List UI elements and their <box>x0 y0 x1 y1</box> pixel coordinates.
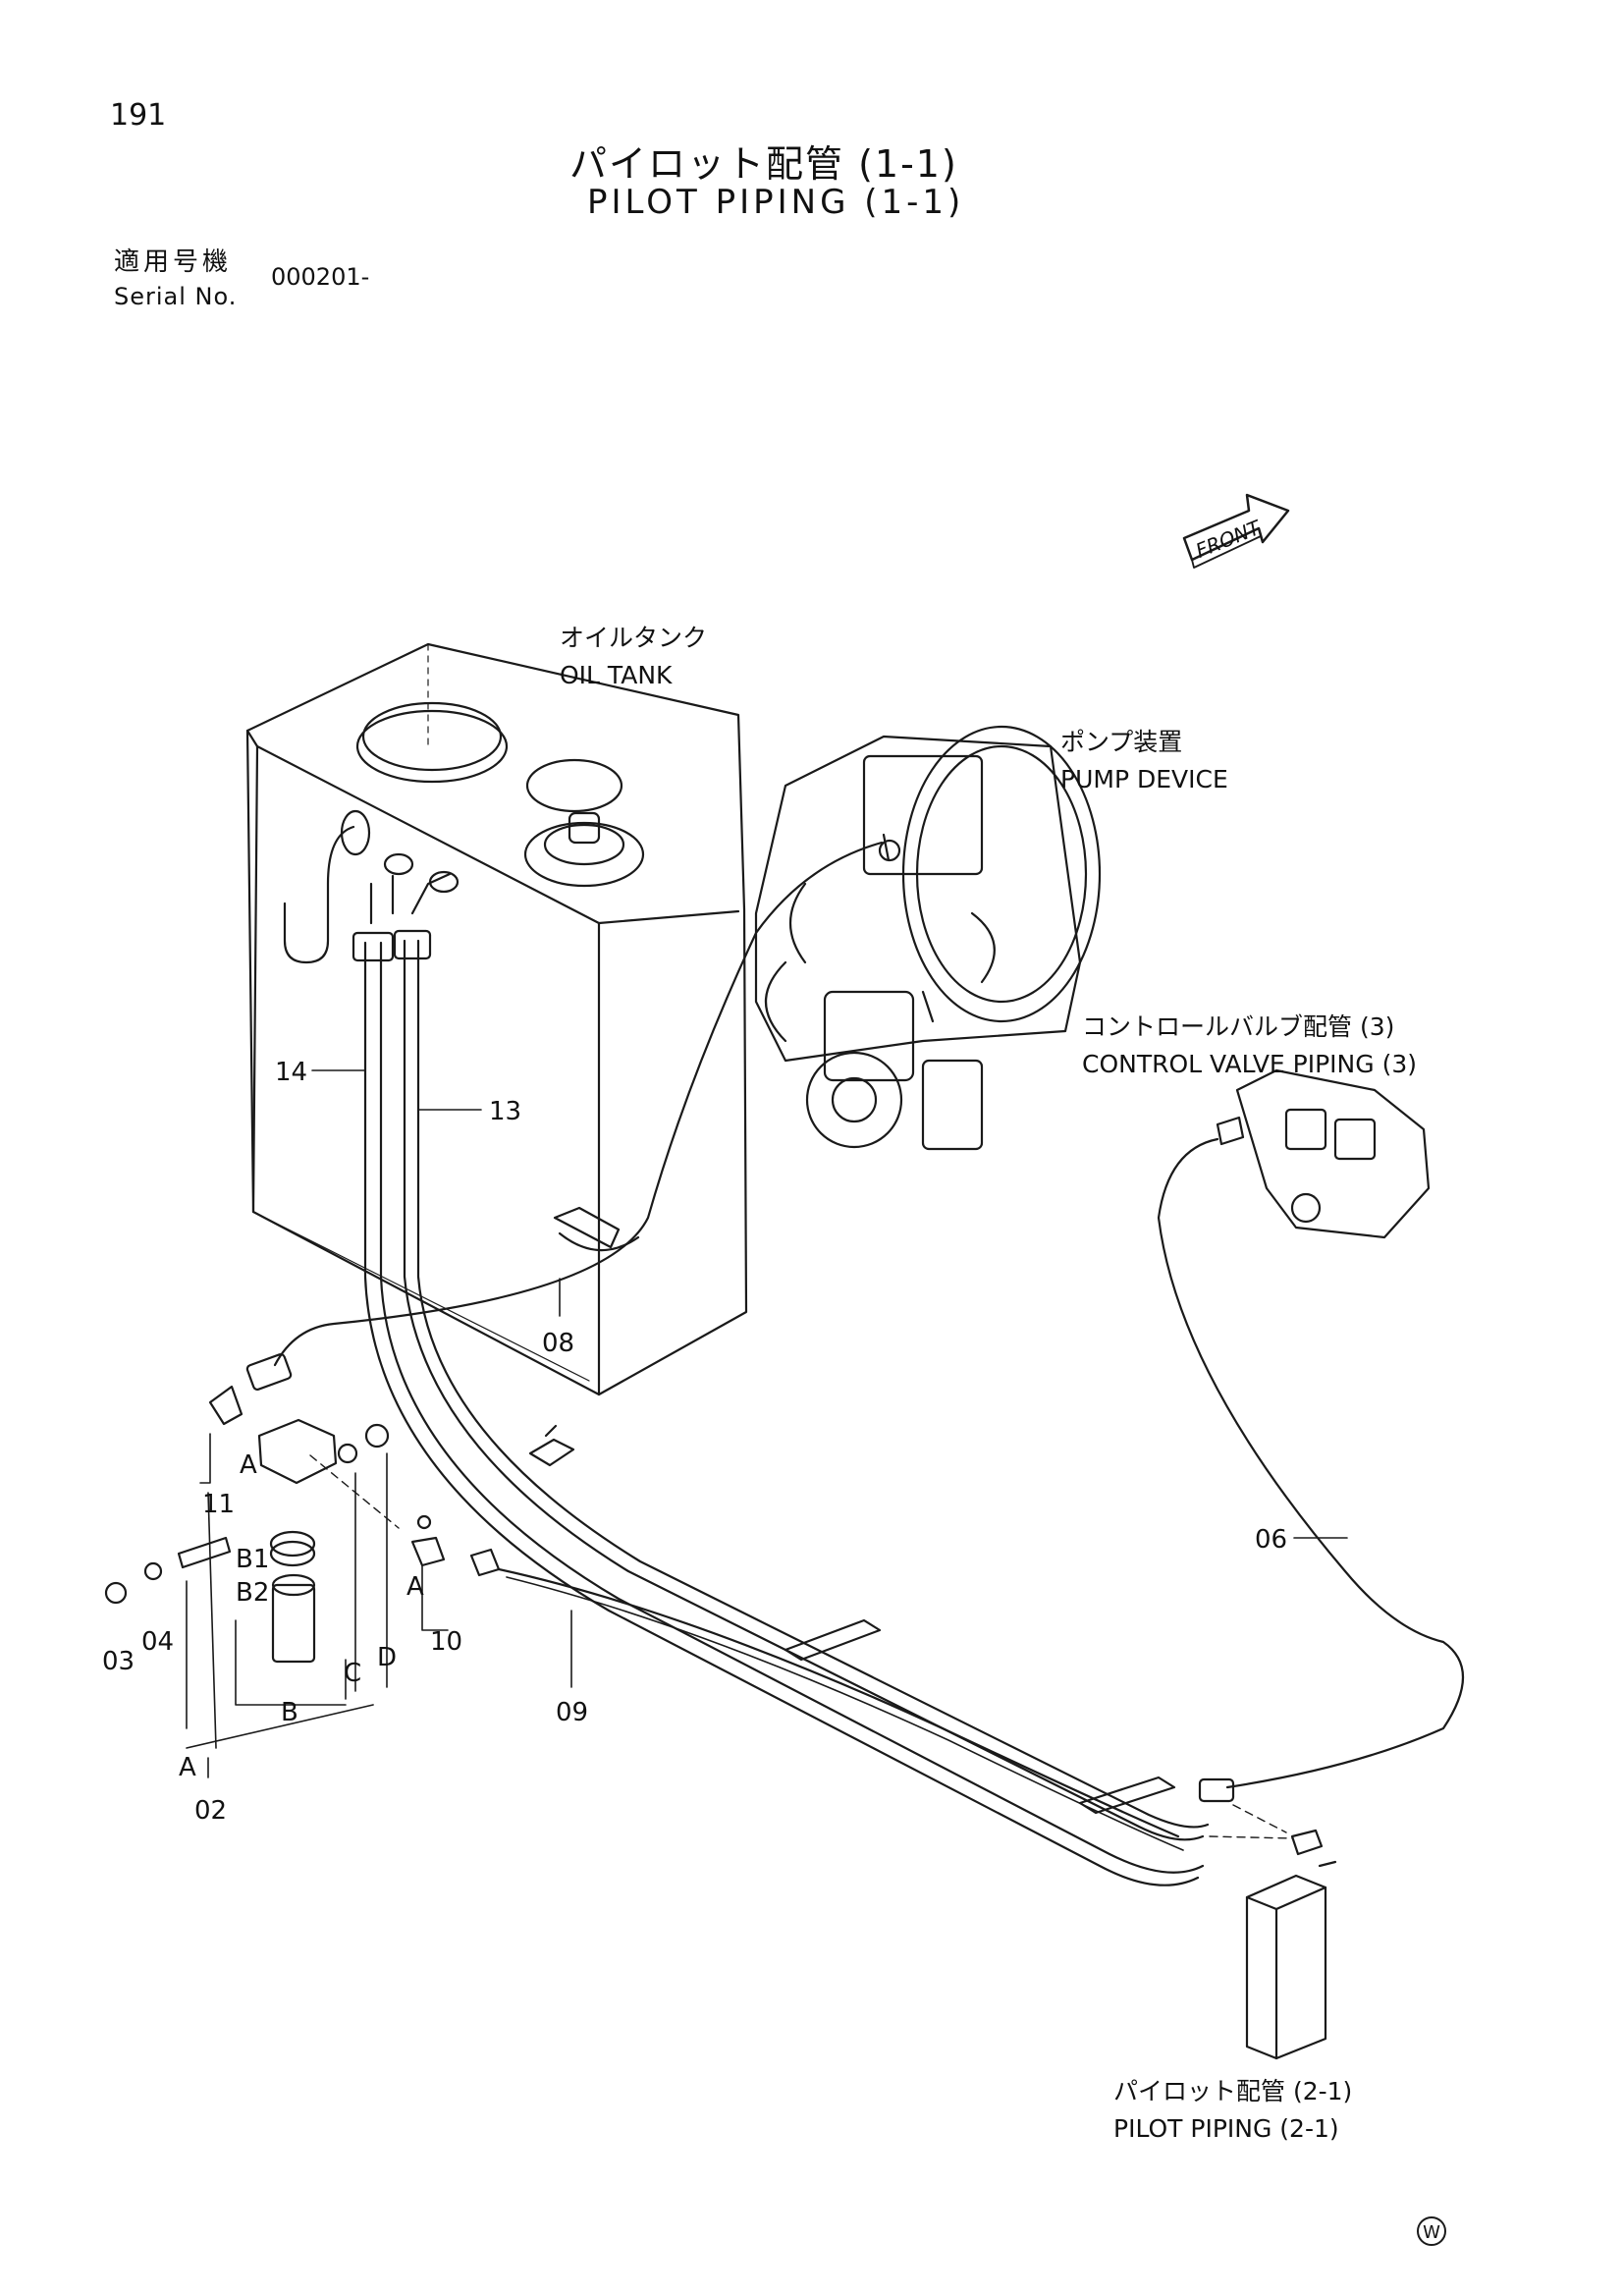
hose-06 <box>1157 1137 1464 1789</box>
part-number-13: 13 <box>489 1097 521 1126</box>
hose-13-14 <box>352 929 1210 1886</box>
part-number-04: 04 <box>141 1627 174 1657</box>
letter-b: B <box>281 1698 298 1727</box>
pump-device-label-japanese: ポンプ装置 <box>1060 728 1182 756</box>
letter-c: C <box>344 1659 361 1688</box>
part-number-09: 09 <box>556 1698 588 1727</box>
front-direction-arrow <box>1182 493 1290 569</box>
oil-tank <box>245 642 748 1396</box>
hose-06-fitting <box>1198 1777 1235 1803</box>
letter-b2: B2 <box>236 1578 269 1608</box>
part-number-03: 03 <box>102 1647 135 1676</box>
pump-device <box>754 725 1102 1151</box>
hose-09 <box>497 1567 1180 1838</box>
front-label: FRONT <box>1192 515 1265 563</box>
pilot-block <box>1209 1804 1337 2060</box>
part-number-11: 11 <box>202 1490 235 1519</box>
oil-tank-label: OIL TANK <box>560 661 673 689</box>
pilot-piping-label: PILOT PIPING (2-1) <box>1113 2114 1339 2143</box>
w-mark: W <box>1417 2216 1446 2246</box>
control-valve <box>1216 1068 1431 1239</box>
hose-08 <box>273 841 884 1367</box>
page-title-japanese: パイロット配管 (1-1) <box>569 142 958 186</box>
part-number-14: 14 <box>275 1058 307 1087</box>
letter-a-upper: A <box>240 1450 257 1480</box>
oil-tank-label-japanese: オイルタンク <box>560 624 707 652</box>
letter-a-right: A <box>406 1572 424 1602</box>
pilot-piping-label-japanese: パイロット配管 (2-1) <box>1113 2077 1352 2105</box>
pump-device-label: PUMP DEVICE <box>1060 765 1228 793</box>
part-number-06: 06 <box>1255 1525 1287 1555</box>
letter-b1: B1 <box>236 1545 269 1574</box>
hose-08-fitting <box>245 1352 293 1392</box>
letter-a-lower: A <box>179 1753 196 1782</box>
part-number-10: 10 <box>430 1627 462 1657</box>
part-number-08: 08 <box>542 1329 574 1358</box>
serial-number-value: 000201- <box>271 263 370 291</box>
part-number-02: 02 <box>194 1796 227 1826</box>
control-valve-label: CONTROL VALVE PIPING (3) <box>1082 1050 1417 1078</box>
serial-label-japanese: 適用号機 <box>114 247 233 277</box>
page-title: PILOT PIPING (1-1) <box>587 183 965 222</box>
page-number: 191 <box>110 98 167 133</box>
w-mark-letter: W <box>1423 2222 1440 2243</box>
serial-label: Serial No. <box>114 283 238 310</box>
letter-d: D <box>377 1643 397 1672</box>
filter-assembly <box>104 1385 501 1778</box>
control-valve-label-japanese: コントロールバルブ配管 (3) <box>1082 1012 1394 1041</box>
